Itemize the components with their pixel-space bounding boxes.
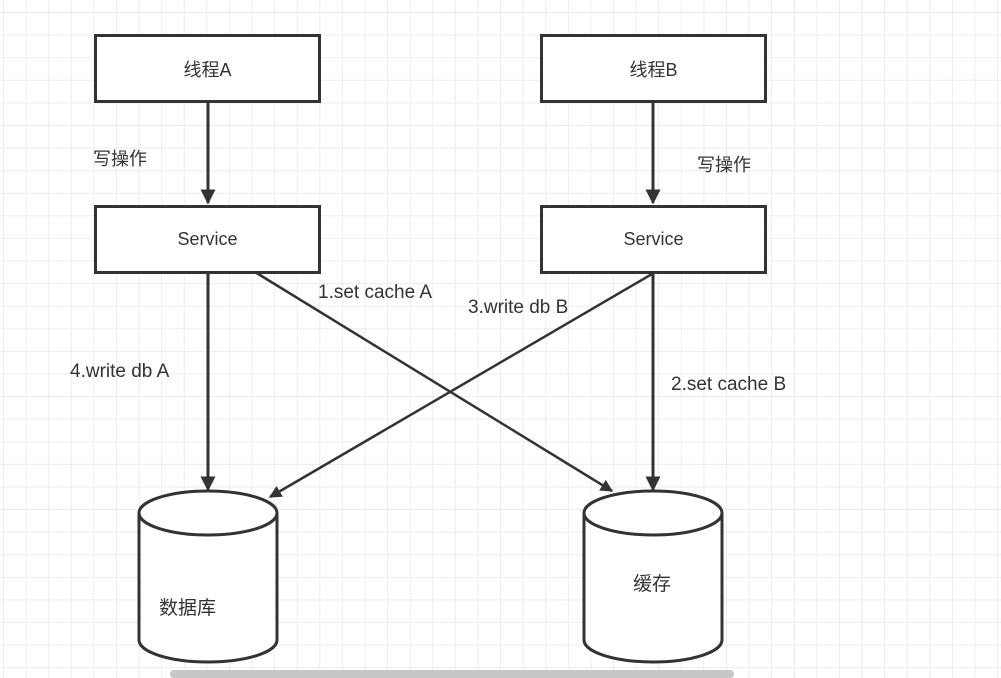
thread-b-label: 线程B bbox=[629, 59, 678, 80]
database-cylinder[interactable] bbox=[137, 489, 279, 664]
thread-a-label: 线程A bbox=[183, 59, 232, 80]
thread-b-node[interactable]: 线程B bbox=[540, 34, 767, 103]
service-a-node[interactable]: Service bbox=[94, 205, 321, 274]
cache-label: 缓存 bbox=[633, 574, 672, 595]
service-b-label: Service bbox=[623, 229, 684, 249]
edge-service-a-to-cache[interactable] bbox=[254, 270, 614, 493]
database-label: 数据库 bbox=[159, 598, 217, 619]
cache-cylinder[interactable] bbox=[582, 489, 724, 664]
edge-label-write-db-b: 3.write db B bbox=[468, 297, 569, 318]
edge-label-write-db-a: 4.write db A bbox=[70, 361, 170, 382]
edge-label-write-op-b: 写操作 bbox=[697, 155, 751, 175]
edge-service-b-to-database[interactable] bbox=[268, 272, 653, 499]
service-a-label: Service bbox=[177, 229, 238, 249]
horizontal-scrollbar[interactable] bbox=[170, 670, 734, 678]
service-b-node[interactable]: Service bbox=[540, 205, 767, 274]
thread-a-node[interactable]: 线程A bbox=[94, 34, 321, 103]
edge-label-write-op-a: 写操作 bbox=[93, 149, 147, 169]
edge-label-set-cache-a: 1.set cache A bbox=[318, 282, 433, 303]
edge-label-set-cache-b: 2.set cache B bbox=[671, 374, 787, 395]
